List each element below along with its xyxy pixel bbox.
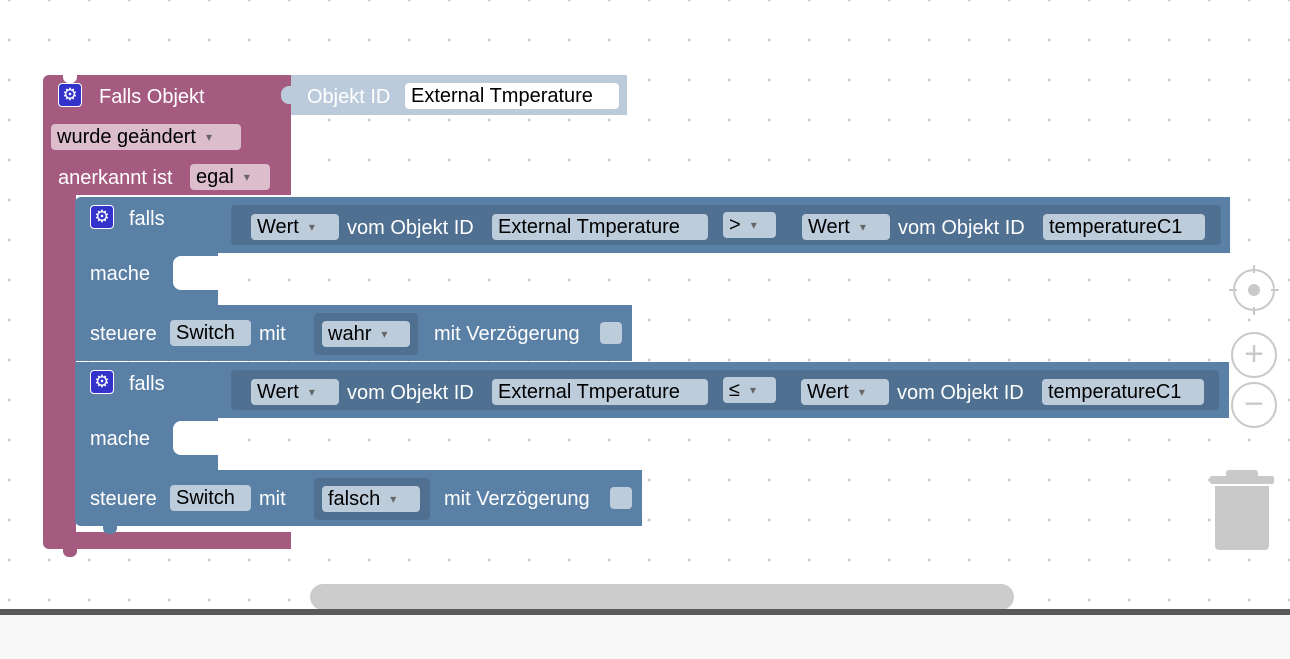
zoom-in-icon[interactable]: +	[1231, 332, 1277, 378]
if1-mouth	[173, 256, 218, 290]
if1-right-id-field[interactable]: temperatureC1	[1043, 214, 1205, 240]
if2-mouth	[173, 421, 218, 455]
zoom-out-icon[interactable]: −	[1231, 382, 1277, 428]
panel-divider[interactable]	[0, 609, 1290, 615]
action2-value-dropdown[interactable]: falsch	[322, 486, 420, 512]
ack-label: anerkannt ist	[58, 167, 173, 189]
objekt-id-socket	[281, 86, 291, 104]
if2-left-id-field[interactable]: External Tmperature	[492, 379, 708, 405]
trigger-left-rail	[43, 195, 76, 535]
trigger-mode-dropdown[interactable]: wurde geändert	[51, 124, 241, 150]
if1-mache-label: mache	[90, 263, 151, 285]
if1-right-of: vom Objekt ID	[898, 217, 1025, 239]
crosshair-icon[interactable]	[1229, 265, 1279, 315]
bottom-panel	[0, 615, 1290, 659]
if2-left-prop-dropdown[interactable]: Wert	[251, 379, 339, 405]
if1-falls-label: falls	[129, 208, 165, 230]
action2-label: steuere	[90, 488, 157, 510]
action2-delay-label: mit Verzögerung	[444, 488, 590, 510]
blockly-workspace[interactable]: ⚙ Falls Objekt wurde geändert anerkannt …	[0, 0, 1290, 609]
if2-falls-label: falls	[129, 373, 165, 395]
objekt-id-field[interactable]: External Tmperature	[405, 83, 619, 109]
trigger-bottom-notch	[63, 549, 77, 557]
trigger-footer	[43, 532, 291, 549]
action1-label: steuere	[90, 323, 157, 345]
gear-icon[interactable]: ⚙	[90, 370, 114, 394]
if1-right-prop-dropdown[interactable]: Wert	[802, 214, 890, 240]
trigger-top-notch	[63, 75, 77, 83]
action1-delay-checkbox[interactable]	[600, 322, 622, 344]
if1-operator-dropdown[interactable]: >	[723, 212, 776, 238]
if1-left-prop-dropdown[interactable]: Wert	[251, 214, 339, 240]
ack-dropdown[interactable]: egal	[190, 164, 270, 190]
if2-mache-label: mache	[90, 428, 151, 450]
if1-left-id-field[interactable]: External Tmperature	[492, 214, 708, 240]
action1-with-label: mit	[259, 323, 286, 345]
horizontal-scrollbar[interactable]	[310, 584, 1014, 609]
action2-target-field[interactable]: Switch	[170, 485, 251, 511]
objekt-id-label: Objekt ID	[307, 86, 391, 108]
action2-with-label: mit	[259, 488, 286, 510]
action2-delay-checkbox[interactable]	[610, 487, 632, 509]
if2-right-of: vom Objekt ID	[897, 382, 1024, 404]
action1-target-field[interactable]: Switch	[170, 320, 251, 346]
if2-right-prop-dropdown[interactable]: Wert	[801, 379, 889, 405]
gear-icon[interactable]: ⚙	[90, 205, 114, 229]
gear-icon[interactable]: ⚙	[58, 83, 82, 107]
if1-left-of: vom Objekt ID	[347, 217, 474, 239]
action1-value-dropdown[interactable]: wahr	[322, 321, 410, 347]
action1-delay-label: mit Verzögerung	[434, 323, 580, 345]
action2-bottom-notch	[103, 526, 117, 534]
if2-left-of: vom Objekt ID	[347, 382, 474, 404]
if2-operator-dropdown[interactable]: ≤	[723, 377, 776, 403]
trigger-title: Falls Objekt	[99, 86, 205, 108]
if2-right-id-field[interactable]: temperatureC1	[1042, 379, 1204, 405]
trash-icon[interactable]	[1210, 470, 1274, 552]
